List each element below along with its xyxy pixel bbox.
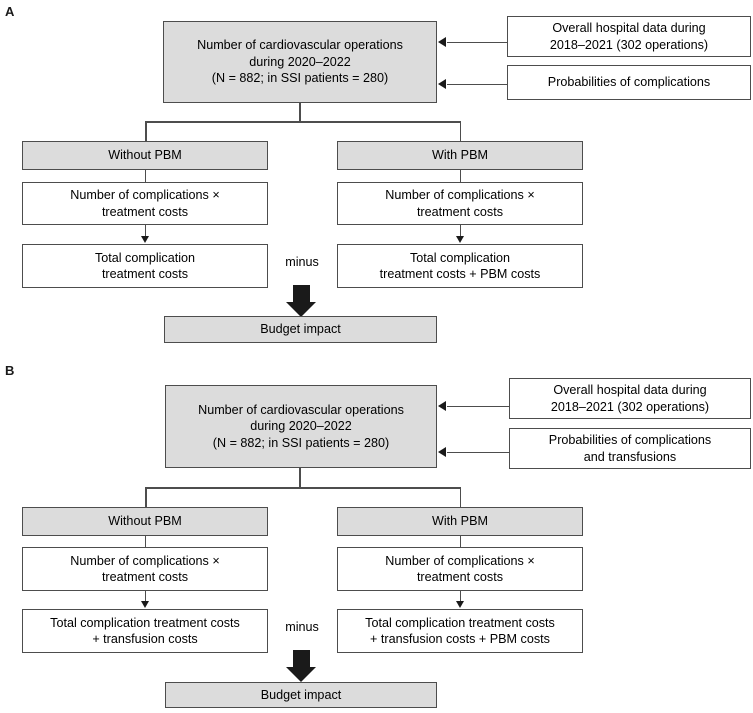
panel-a-connector-split-bar [145,121,461,123]
panel-a-arrowhead-input-1-icon [438,37,446,47]
panel-b-arrowhead-input-1-icon [438,401,446,411]
panel-a-connector-right-1 [459,170,461,182]
panel-a-input-box-overall-hospital-data: Overall hospital data during 2018–2021 (… [507,16,751,57]
panel-a-branch-with-pbm-header-text: With PBM [432,148,488,163]
panel-b-connector-split-right [459,487,461,507]
panel-b-branch-without-pbm-step1-text: Number of complications × treatment cost… [70,553,220,585]
panel-b-arrowhead-left-2-icon [140,601,149,608]
panel-b-source-box-text: Number of cardiovascular operations duri… [198,402,404,450]
panel-a-connector-split-stem [299,103,301,122]
panel-b-operator-label: minus [285,620,319,634]
panel-a-connector-left-2 [144,225,146,237]
panel-b-branch-without-pbm-header: Without PBM [22,507,268,536]
panel-b-input-box-overall-hospital-data-text: Overall hospital data during 2018–2021 (… [550,383,710,414]
panel-b-input-box-overall-hospital-data: Overall hospital data during 2018–2021 (… [509,378,751,419]
panel-b-branch-with-pbm-step1-text: Number of complications × treatment cost… [385,553,535,585]
panel-a-branch-with-pbm-step2-text: Total complication treatment costs + PBM… [379,250,541,282]
panel-b-branch-with-pbm-step2: Total complication treatment costs + tra… [337,609,583,653]
panel-b-connector-left-2 [144,591,146,602]
panel-a-connector-input-1 [447,41,507,43]
panel-a-outcome-text: Budget impact [260,322,341,337]
panel-a-input-box-overall-hospital-data-text: Overall hospital data during 2018–2021 (… [549,21,709,52]
panel-a-source-box: Number of cardiovascular operations duri… [163,21,437,103]
panel-a-branch-without-pbm-step2-text: Total complication treatment costs [94,250,196,282]
panel-label-a: A [5,4,15,19]
panel-b-branch-with-pbm-header: With PBM [337,507,583,536]
panel-b-branch-without-pbm-step2: Total complication treatment costs + tra… [22,609,268,653]
panel-a-arrowhead-input-2-icon [438,79,446,89]
panel-b-branch-without-pbm-header-text: Without PBM [108,514,182,529]
panel-b-connector-split-bar [145,487,461,489]
panel-b-branch-without-pbm-step1: Number of complications × treatment cost… [22,547,268,591]
panel-a-source-box-text: Number of cardiovascular operations duri… [197,38,403,86]
panel-b-input-box-probabilities-text: Probabilities of complications and trans… [548,433,712,464]
panel-a-connector-right-2 [459,225,461,237]
panel-b-input-box-probabilities: Probabilities of complications and trans… [509,428,751,469]
panel-a-connector-split-left [145,121,147,141]
panel-b-connector-right-2 [459,591,461,602]
panel-a-branch-with-pbm-step1: Number of complications × treatment cost… [337,182,583,225]
panel-a-operator-label: minus [285,255,319,269]
panel-a-branch-with-pbm-step2: Total complication treatment costs + PBM… [337,244,583,288]
panel-b-connector-input-2 [447,451,509,453]
panel-b-connector-right-1 [459,536,461,547]
panel-b-budget-arrow-icon [286,650,318,682]
panel-a-branch-without-pbm-header: Without PBM [22,141,268,170]
panel-b-branch-with-pbm-header-text: With PBM [432,514,488,529]
panel-a-branch-with-pbm-header: With PBM [337,141,583,170]
panel-b-arrowhead-right-2-icon [455,601,464,608]
panel-b-connector-split-left [145,487,147,507]
panel-b-outcome-box: Budget impact [165,682,437,708]
panel-a-branch-without-pbm-step1-text: Number of complications × treatment cost… [70,188,220,219]
panel-b-connector-left-1 [144,536,146,547]
panel-b-source-box: Number of cardiovascular operations duri… [165,385,437,468]
panel-a-arrowhead-left-2-icon [140,236,149,243]
panel-a-input-box-probabilities: Probabilities of complications [507,65,751,100]
panel-label-b: B [5,363,15,378]
panel-a-branch-without-pbm-header-text: Without PBM [108,148,182,163]
panel-a-input-box-probabilities-text: Probabilities of complications [547,75,711,90]
panel-b-outcome-text: Budget impact [260,687,342,702]
panel-b-branch-without-pbm-step2-text: Total complication treatment costs + tra… [50,615,240,647]
panel-a-branch-without-pbm-step1: Number of complications × treatment cost… [22,182,268,225]
panel-b-arrowhead-input-2-icon [438,447,446,457]
panel-a-connector-left-1 [144,170,146,182]
panel-a-connector-input-2 [447,83,507,85]
panel-b-branch-with-pbm-step1: Number of complications × treatment cost… [337,547,583,591]
panel-a-budget-arrow-icon [286,285,318,317]
panel-a-outcome-box: Budget impact [164,316,437,343]
panel-b-connector-input-1 [447,405,509,407]
panel-b-connector-split-stem [299,468,301,488]
panel-a-branch-with-pbm-step1-text: Number of complications × treatment cost… [385,188,535,219]
panel-a-branch-without-pbm-step2: Total complication treatment costs [22,244,268,288]
panel-b-branch-with-pbm-step2-text: Total complication treatment costs + tra… [365,615,555,647]
panel-a-connector-split-right [459,121,461,141]
panel-a-arrowhead-right-2-icon [455,236,464,243]
